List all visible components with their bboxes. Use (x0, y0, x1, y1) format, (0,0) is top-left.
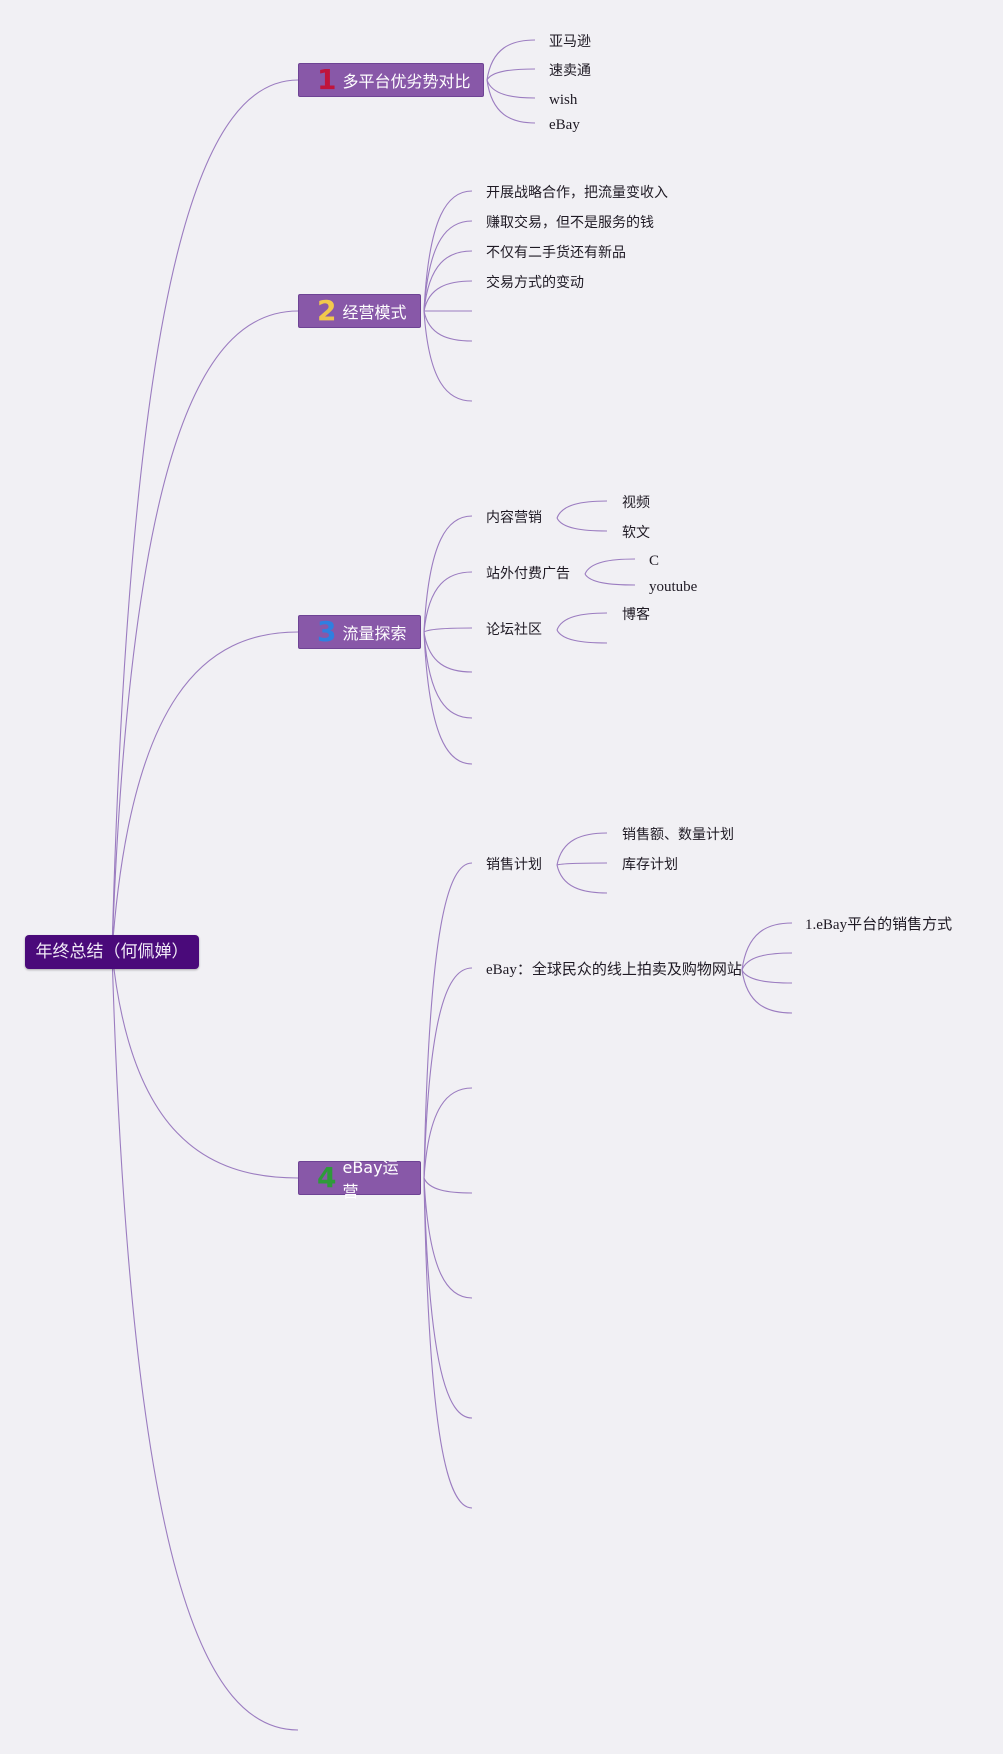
connector-curve (111, 79, 299, 953)
topic-sales-plan[interactable]: 销售计划 (486, 857, 542, 873)
topic-video[interactable]: 视频 (622, 495, 650, 511)
connector-curve (584, 573, 636, 586)
topic-inventory[interactable]: 库存计划 (622, 857, 678, 873)
connector-curve (423, 631, 473, 765)
number-badge-3-icon: 3 (317, 615, 337, 648)
connector-curve (423, 967, 473, 1179)
topic-earn-trade[interactable]: 赚取交易，但不是服务的钱 (486, 215, 654, 231)
connector-curve (423, 1177, 473, 1509)
connector-curve (741, 952, 793, 971)
connector-curve (423, 631, 473, 673)
connector-curve (486, 39, 536, 81)
branch-node-2[interactable]: 2 经营模式 (298, 294, 421, 328)
connector-curve (423, 515, 473, 633)
connector-curve (486, 79, 536, 124)
topic-sales-volume[interactable]: 销售额、数量计划 (622, 827, 734, 843)
branch-node-3[interactable]: 3 流量探索 (298, 615, 421, 649)
topic-ebay-sales-method[interactable]: 1.eBay平台的销售方式 (805, 917, 953, 933)
topic-forum[interactable]: 论坛社区 (486, 622, 542, 638)
connector-curve (423, 1177, 473, 1419)
connector-curve (423, 250, 473, 312)
topic-ebay-global[interactable]: eBay：全球民众的线上拍卖及购物网站 (486, 962, 742, 978)
topic-blog[interactable]: 博客 (622, 607, 650, 623)
connector-curve (423, 627, 473, 633)
connector-curve (423, 310, 473, 402)
branch-label-2: 经营模式 (342, 303, 407, 322)
connector-curve (556, 862, 608, 866)
topic-youtube[interactable]: youtube (649, 579, 698, 595)
connector-curve (423, 631, 473, 719)
topic-aliexpress[interactable]: 速卖通 (549, 63, 591, 79)
connector-curve (423, 310, 473, 342)
connector-curve (111, 631, 299, 953)
connector-curve (423, 571, 473, 633)
connector-curve (741, 969, 793, 984)
number-badge-2-icon: 2 (317, 294, 337, 327)
topic-strategy[interactable]: 开展战略合作，把流量变收入 (486, 185, 668, 201)
topic-amazon[interactable]: 亚马逊 (549, 34, 591, 50)
connector-curve (423, 220, 473, 312)
number-badge-1-icon: 1 (317, 63, 337, 96)
connector-curve (556, 517, 608, 532)
topic-new-goods[interactable]: 不仅有二手货还有新品 (486, 245, 626, 261)
connector-curve (486, 68, 536, 81)
branch-label-4: eBay运营 (342, 1158, 399, 1201)
root-node[interactable]: 年终总结（何佩婵） (25, 935, 199, 969)
connector-curve (556, 500, 608, 519)
branch-label-3: 流量探索 (342, 624, 407, 643)
connector-curve (556, 864, 608, 894)
connector-curve (423, 862, 473, 1179)
connector-curve (741, 922, 793, 971)
connector-curve (556, 629, 608, 644)
connector-curve (111, 951, 299, 1179)
connector-curve (423, 1177, 473, 1194)
topic-content-marketing[interactable]: 内容营销 (486, 510, 542, 526)
connector-curve (423, 1177, 473, 1299)
connector-curve (556, 832, 608, 866)
branch-node-4[interactable]: 4 eBay运营 (298, 1158, 421, 1201)
connector-curve (486, 79, 536, 99)
connector-curve (423, 280, 473, 312)
connector-curve (741, 969, 793, 1014)
topic-paid-ads[interactable]: 站外付费广告 (486, 566, 570, 582)
connector-curve (111, 951, 299, 1731)
connector-curve (584, 558, 636, 575)
topic-trade-change[interactable]: 交易方式的变动 (486, 275, 584, 291)
topic-ebay[interactable]: eBay (549, 117, 580, 133)
topic-c[interactable]: C (649, 553, 660, 569)
branch-node-1[interactable]: 1 多平台优劣势对比 (298, 63, 484, 97)
branch-label-1: 多平台优劣势对比 (342, 72, 471, 91)
topic-wish[interactable]: wish (549, 92, 578, 108)
connector-curve (111, 310, 299, 953)
connector-curve (423, 1087, 473, 1179)
number-badge-4-icon: 4 (317, 1161, 337, 1194)
topic-article[interactable]: 软文 (622, 525, 650, 541)
connector-curve (423, 190, 473, 312)
connector-curve (556, 612, 608, 631)
